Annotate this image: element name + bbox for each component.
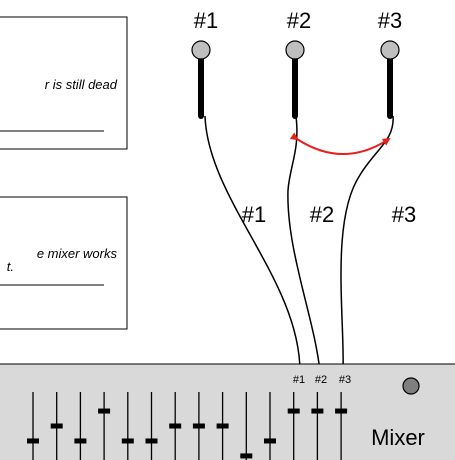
cable-2-label: #2 [310, 202, 334, 227]
fader-knob[interactable] [216, 423, 229, 429]
note-2-text-line2: t. [7, 259, 14, 274]
mixer-title: Mixer [371, 425, 425, 450]
cable-2 [287, 115, 321, 373]
cable-1 [204, 115, 301, 373]
microphone-3 [380, 40, 400, 119]
note-2-text-line1: e mixer works [37, 246, 118, 261]
fader-knob[interactable] [264, 438, 276, 444]
note-box-1: r is still dead [0, 16, 128, 150]
fader-knob[interactable] [192, 423, 205, 429]
microphone-2 [285, 40, 305, 119]
mic-1-label: #1 [194, 8, 218, 33]
cable-1-label: #1 [242, 202, 266, 227]
fader-knob[interactable] [50, 423, 63, 429]
mixer-knob-icon[interactable] [402, 377, 420, 395]
cable-3-label: #3 [392, 202, 416, 227]
fader-knob[interactable] [240, 453, 253, 459]
fader-knob[interactable] [98, 408, 111, 414]
microphone-1 [191, 40, 211, 119]
note-1-text: r is still dead [45, 77, 118, 92]
fader-knob[interactable] [287, 408, 300, 414]
mixer-input-2-label: #2 [315, 374, 327, 386]
mixer-panel [0, 363, 455, 460]
fader-knob[interactable] [169, 423, 182, 429]
fader-knob[interactable] [311, 408, 324, 414]
fader-knob[interactable] [145, 438, 158, 444]
fader-knob[interactable] [74, 438, 87, 444]
fader-knob[interactable] [335, 408, 348, 414]
mixer-input-1-label: #1 [293, 374, 305, 386]
cables [204, 115, 394, 373]
faders [27, 392, 348, 460]
note-box-2: e mixer works t. [0, 196, 128, 330]
mic-2-label: #2 [287, 8, 311, 33]
mixer: #1 #2 #3 Mixer [0, 363, 455, 460]
fader-knob[interactable] [27, 438, 39, 444]
mic-3-label: #3 [378, 8, 402, 33]
mixer-input-3-label: #3 [339, 374, 351, 386]
swap-arrow-icon [289, 132, 391, 155]
fader-knob[interactable] [121, 438, 134, 444]
